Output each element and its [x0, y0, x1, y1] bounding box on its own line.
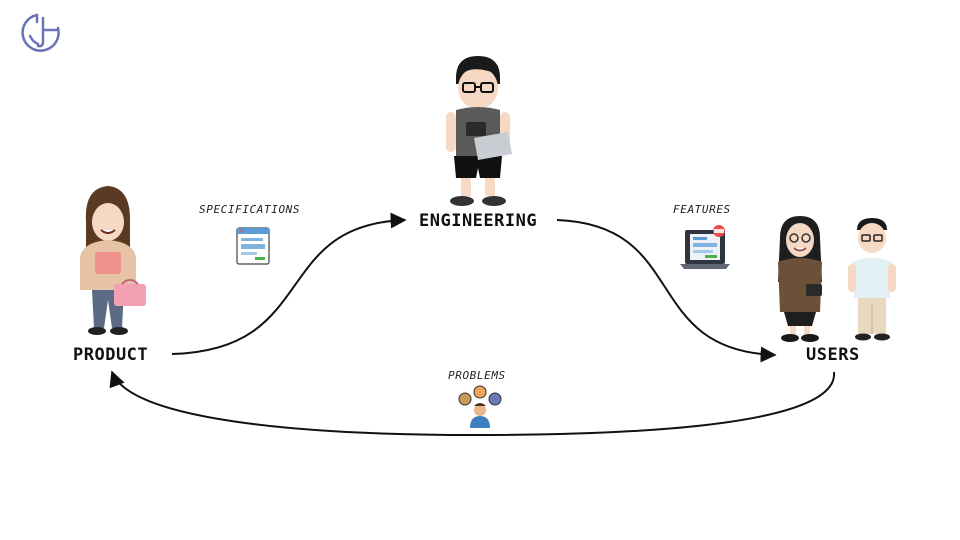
node-users-label: USERS [806, 345, 860, 365]
arrow-engineering-to-users [556, 219, 777, 363]
edge-problems-label: PROBLEMS [448, 369, 506, 382]
node-product-label: PRODUCT [73, 345, 149, 365]
edge-specifications-label: SPECIFICATIONS [199, 203, 301, 216]
arrow-product-to-engineering [171, 212, 407, 355]
node-engineering-label: ENGINEERING [419, 211, 538, 231]
arrow-users-to-product [109, 370, 836, 437]
edge-features-label: FEATURES [673, 203, 731, 216]
